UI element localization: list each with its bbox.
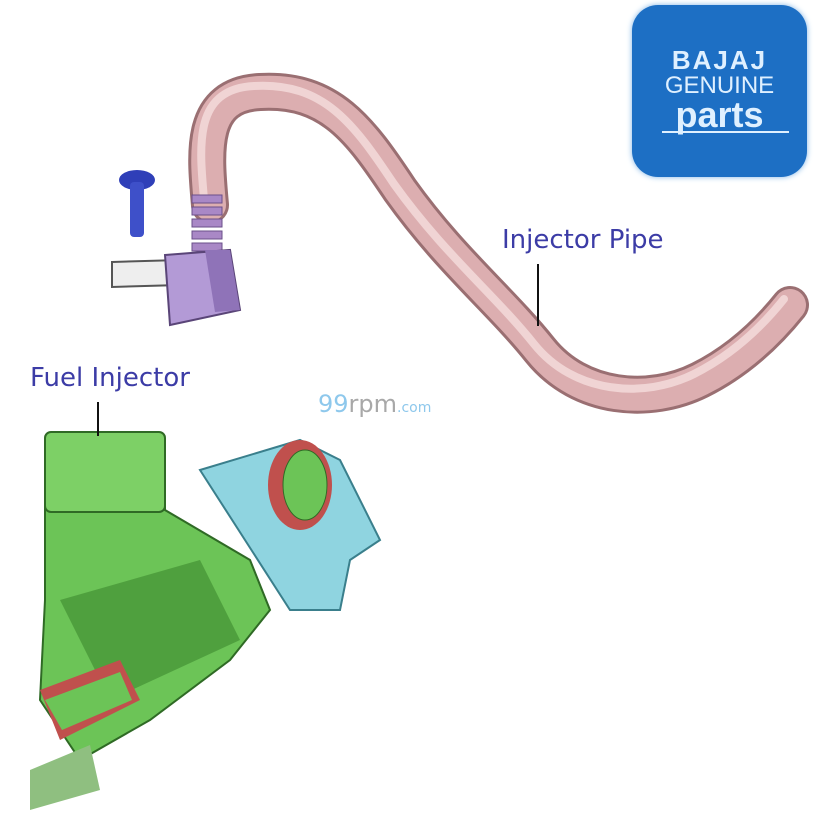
fuel-injector-label: Fuel Injector — [30, 363, 190, 393]
injector-pipe-leader — [537, 264, 539, 326]
logo-parts: parts — [675, 94, 764, 135]
bolt — [119, 170, 155, 237]
logo-underline — [662, 131, 789, 133]
fuel-injector-leader — [97, 402, 99, 436]
logo-genuine: GENUINE — [664, 72, 775, 99]
logo-brand: BAJAJ — [671, 45, 768, 75]
injector-pipe-highlight — [197, 81, 788, 393]
watermark-digits: 99 — [318, 390, 349, 418]
injector-pipe-label: Injector Pipe — [502, 225, 664, 255]
watermark-rpm: rpm — [348, 390, 398, 418]
bajaj-genuine-parts-logo: BAJAJ GENUINE parts — [632, 5, 807, 177]
pipe-thread — [191, 194, 223, 252]
watermark: 99rpm.com — [318, 390, 431, 418]
fuel-injector — [30, 431, 382, 810]
pipe-fitting — [111, 248, 242, 327]
watermark-suffix: .com — [397, 400, 432, 416]
